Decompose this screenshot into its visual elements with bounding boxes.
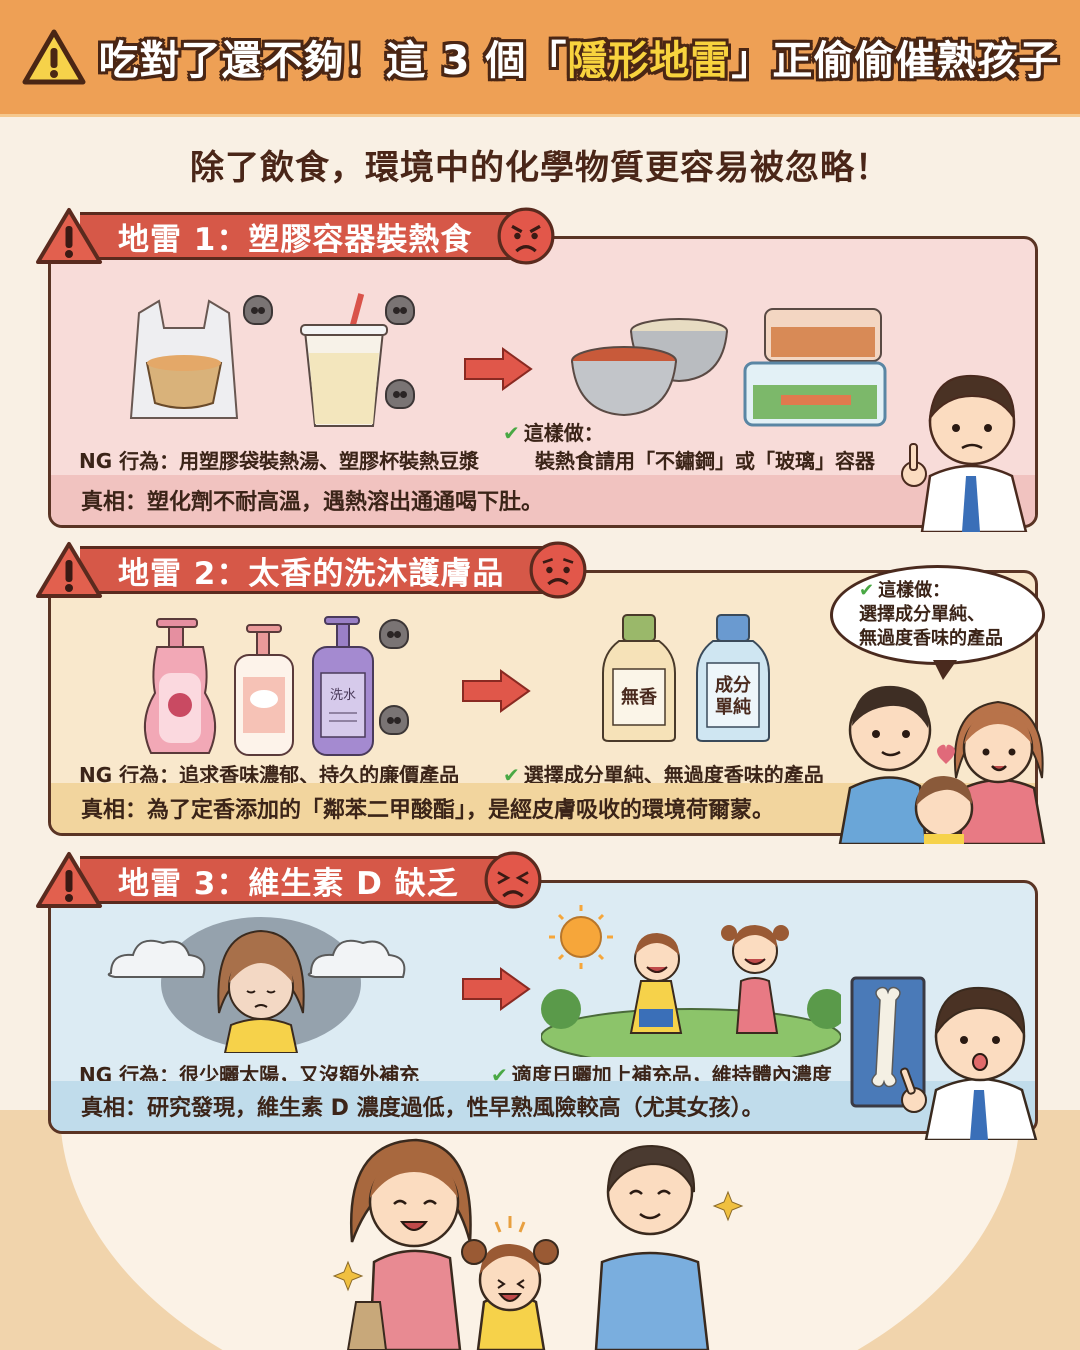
happy-family-icon (330, 1132, 760, 1350)
page-subtitle: 除了飲食，環境中的化學物質更容易被忽略！ (190, 148, 890, 188)
section-3-banner: 地雷 3：維生素 D 缺乏 (34, 851, 542, 909)
plastic-cup-soymilk-icon (299, 291, 389, 431)
section-2-title: 地雷 2：太香的洗沐護膚品 (80, 546, 562, 594)
warning-triangle-icon (36, 208, 102, 264)
bottle-label: 無香 (621, 687, 657, 708)
crying-face-icon (484, 851, 542, 909)
steel-bowls-icon (569, 309, 739, 419)
section-1-card: NG 行為：用塑膠袋裝熱湯、塑膠杯裝熱豆漿 ✔這樣做： 裝熱食請用「不鏽鋼」或「… (48, 236, 1038, 528)
kids-playing-sun-icon (540, 897, 847, 1066)
check-icon: ✔ (503, 421, 520, 445)
page-title: 吃對了還不夠！這 3 個「隱形地雷」正偷偷催熟孩子 (98, 38, 1060, 84)
recommendation-title: ✔這樣做： (503, 421, 604, 445)
skull-icon (379, 705, 409, 735)
pink-shampoo-bottle-icon (135, 613, 225, 757)
worried-face-icon (529, 541, 587, 599)
skull-icon (243, 295, 273, 325)
truth-text: 真相：塑化劑不耐高溫，遇熱溶出通通喝下肚。 (51, 475, 1035, 525)
fragrance-free-bottle-icon: 無香 (601, 613, 677, 743)
bottom-background-arc (0, 1110, 1080, 1350)
section-3-title: 地雷 3：維生素 D 缺乏 (80, 856, 516, 904)
section-1-banner: 地雷 1：塑膠容器裝熱食 (34, 207, 555, 265)
warning-triangle-icon (36, 542, 102, 598)
purple-body-wash-bottle-icon: 洗水 (309, 613, 377, 757)
check-icon: ✔ (503, 763, 520, 787)
check-icon: ✔ (859, 580, 875, 601)
warning-triangle-icon (22, 29, 86, 85)
angry-face-icon (497, 207, 555, 265)
speech-bubble-tail (933, 660, 957, 680)
white-lotion-bottle-icon (231, 621, 297, 757)
sad-girl-clouds-icon (101, 913, 421, 1054)
right-arrow-icon (464, 347, 533, 391)
section-1-title: 地雷 1：塑膠容器裝熱食 (80, 212, 530, 260)
glass-containers-icon (741, 303, 891, 431)
skull-icon (385, 295, 415, 325)
title-highlight: 隱形地雷 (567, 38, 732, 84)
header-bar: 吃對了還不夠！這 3 個「隱形地雷」正偷偷催熟孩子 (0, 0, 1080, 117)
right-arrow-icon (462, 669, 531, 713)
bottle-label: 成分 單純 (715, 675, 751, 718)
plastic-bag-soup-icon (129, 293, 239, 423)
doctor-pointing-icon (896, 356, 1046, 534)
doctor-xray-icon (850, 950, 1050, 1142)
recommendation-text: 裝熱食請用「不鏽鋼」或「玻璃」容器 (535, 449, 875, 473)
section-2-banner: 地雷 2：太香的洗沐護膚品 (34, 541, 587, 599)
skull-icon (379, 619, 409, 649)
parents-with-child-icon (830, 668, 1060, 846)
ng-behavior-text: NG 行為：用塑膠袋裝熱湯、塑膠杯裝熱豆漿 (79, 449, 480, 473)
skull-icon (385, 379, 415, 409)
simple-ingredients-bottle-icon: 成分 單純 (695, 613, 771, 743)
speech-bubble: ✔這樣做： 選擇成分單純、 無過度香味的產品 (830, 565, 1045, 680)
right-arrow-icon (462, 967, 531, 1011)
warning-triangle-icon (36, 852, 102, 908)
svg-text:洗水: 洗水 (330, 688, 356, 703)
